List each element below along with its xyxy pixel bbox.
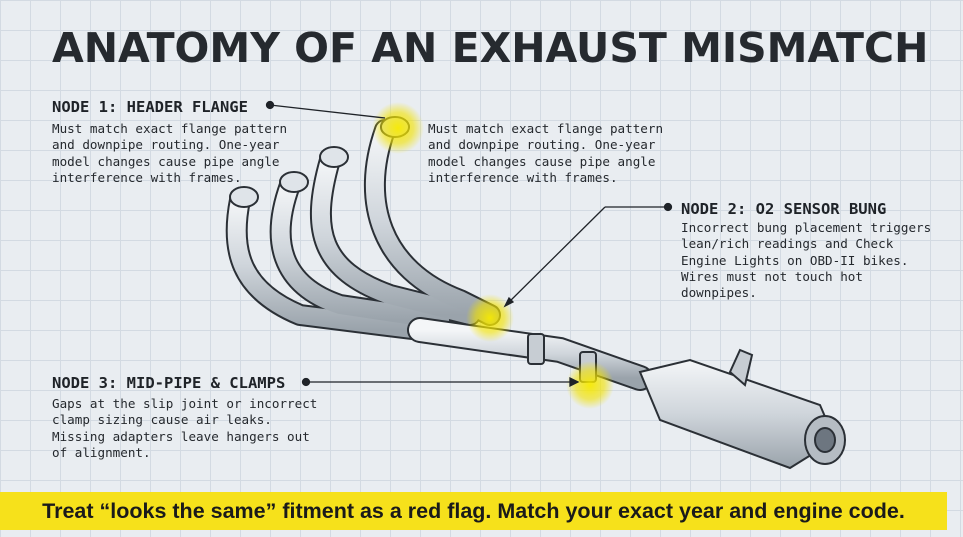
node-3-arrowhead <box>569 376 580 388</box>
node-1-highlight <box>372 102 424 154</box>
node-2-description: Incorrect bung placement triggers lean/r… <box>681 220 932 301</box>
node-2-arrowhead <box>503 296 515 308</box>
leader-lines <box>265 100 673 388</box>
node-3-highlight <box>566 361 614 409</box>
node-1-dot <box>265 100 275 110</box>
footer-text: Treat “looks the same” fitment as a red … <box>42 498 905 523</box>
node-1-description-repeat: Must match exact flange pattern and down… <box>428 121 664 185</box>
node-1-description: Must match exact flange pattern and down… <box>52 121 288 185</box>
node-3-dot <box>301 377 311 387</box>
footer-banner: Treat “looks the same” fitment as a red … <box>0 492 947 530</box>
node-3-description: Gaps at the slip joint or incorrect clam… <box>52 396 318 460</box>
muffler <box>638 348 846 470</box>
node-2-title: NODE 2: O2 SENSOR BUNG <box>681 200 887 218</box>
mid-pipe <box>407 317 653 391</box>
node-3-title: NODE 3: MID-PIPE & CLAMPS <box>52 374 286 392</box>
node-2-highlight <box>466 294 514 342</box>
page-title: ANATOMY OF AN EXHAUST MISMATCH <box>52 24 929 72</box>
node-2-dot <box>663 202 673 212</box>
header-pipes <box>225 119 501 341</box>
node-1-title: NODE 1: HEADER FLANGE <box>52 98 248 116</box>
